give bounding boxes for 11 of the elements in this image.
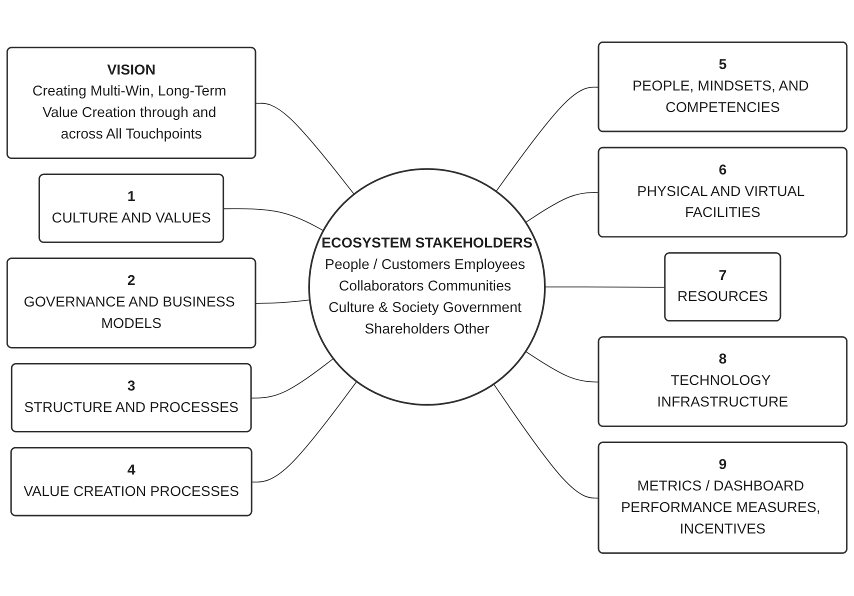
connector — [496, 87, 600, 192]
connector — [525, 192, 600, 224]
connector — [544, 286, 666, 288]
connector — [255, 103, 355, 196]
connector — [525, 351, 600, 383]
connector — [493, 384, 600, 499]
connector — [223, 208, 324, 232]
connector — [251, 358, 334, 399]
connector — [252, 381, 358, 483]
connector — [255, 300, 310, 304]
node-circle: ECOSYSTEM STAKEHOLDERS People / Customers Employees Collaborators Communities Culture & Society Government Shareholders Other — [308, 168, 546, 406]
